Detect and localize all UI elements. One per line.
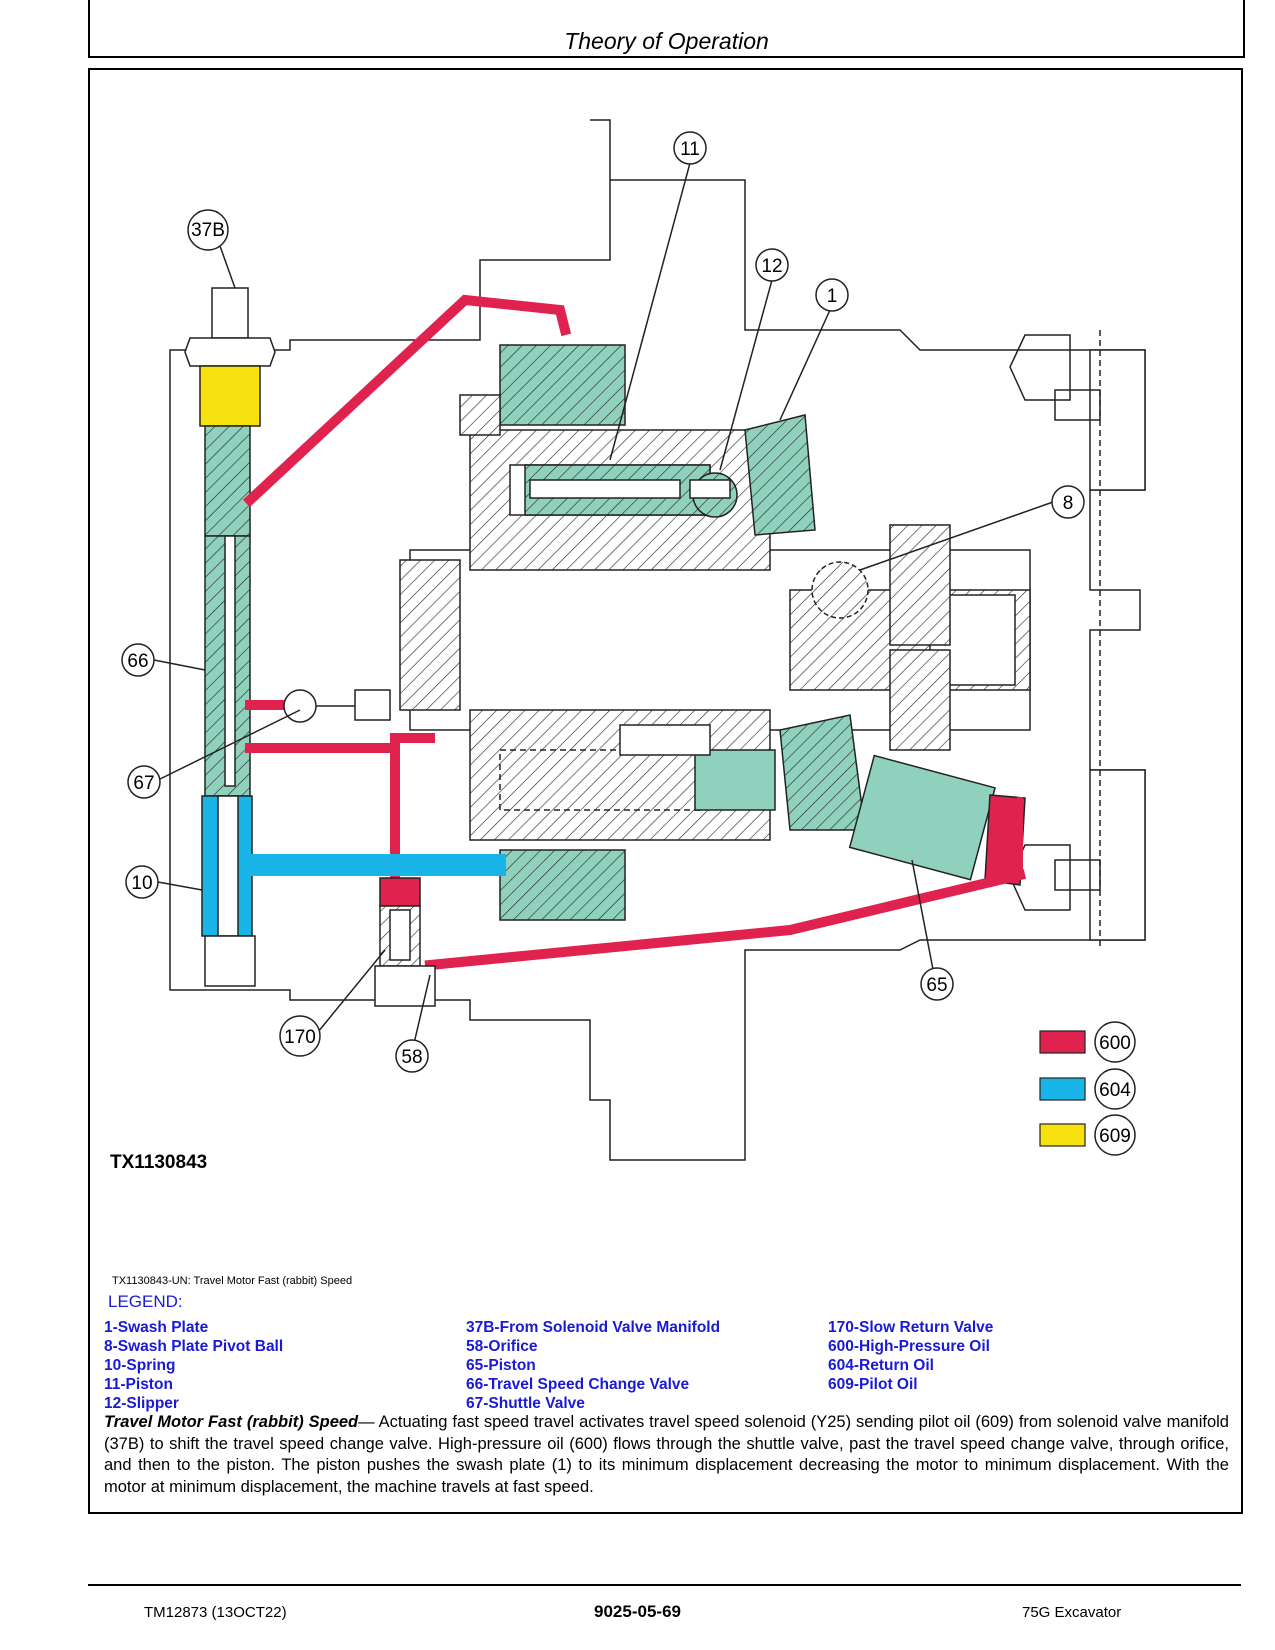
- figure-caption: TX1130843-UN: Travel Motor Fast (rabbit)…: [112, 1275, 353, 1287]
- legend-item: 600-High-Pressure Oil: [828, 1338, 990, 1355]
- callout-11: 11: [673, 131, 707, 165]
- callout-65: 65: [920, 967, 954, 1001]
- callout-leaders: [153, 162, 1054, 1053]
- callout-37B: 37B: [187, 209, 229, 251]
- description-text: — Actuating fast speed travel activates …: [104, 1413, 1229, 1496]
- description-term: Travel Motor Fast (rabbit) Speed: [104, 1413, 359, 1431]
- footer-rule: [88, 1584, 1241, 1586]
- legend-item: 12-Slipper: [104, 1395, 179, 1412]
- callout-67: 67: [127, 765, 161, 799]
- svg-text:12: 12: [761, 256, 782, 277]
- callout-10: 10: [125, 865, 159, 899]
- cylinder-block-upper: [459, 344, 771, 571]
- callout-170: 170: [279, 1015, 321, 1057]
- legend-item: 1-Swash Plate: [104, 1319, 209, 1336]
- svg-text:170: 170: [284, 1027, 316, 1048]
- footer-page-number: 9025-05-69: [594, 1602, 681, 1621]
- legend-item: 65-Piston: [466, 1357, 536, 1374]
- legend-item: 8-Swash Plate Pivot Ball: [104, 1338, 284, 1355]
- legend-item: 609-Pilot Oil: [828, 1376, 918, 1393]
- page-title: Theory of Operation: [564, 28, 769, 54]
- callout-12: 12: [755, 248, 789, 282]
- figure-id: TX1130843: [110, 1152, 207, 1173]
- legend-heading: LEGEND:: [108, 1292, 183, 1311]
- footer-machine-model: 75G Excavator: [1022, 1604, 1122, 1621]
- callout-1: 1: [815, 278, 849, 312]
- legend-item: 170-Slow Return Valve: [828, 1319, 994, 1336]
- travel-motor-diagram: 11 37B 12 1 8 66 67 10 170 58 65 600 604: [110, 119, 1146, 1173]
- legend-item: 58-Orifice: [466, 1338, 538, 1355]
- swash-plate: [689, 414, 816, 536]
- callouts: 11 37B 12 1 8 66 67 10 170 58 65: [121, 131, 1085, 1073]
- shaft: [399, 524, 1031, 751]
- legend-item: 11-Piston: [104, 1376, 173, 1393]
- slow-return-valve-170: [374, 877, 436, 1007]
- legend-item: 10-Spring: [104, 1357, 176, 1374]
- svg-text:8: 8: [1063, 493, 1074, 514]
- piston-65: [848, 754, 1026, 886]
- callout-8: 8: [1051, 485, 1085, 519]
- legend-item: 604-Return Oil: [828, 1357, 934, 1374]
- svg-text:11: 11: [680, 139, 700, 160]
- legend-609: 609: [1039, 1114, 1136, 1156]
- description-paragraph: Travel Motor Fast (rabbit) Speed— Actuat…: [104, 1412, 1229, 1498]
- color-legend: 600 604 609: [1039, 1021, 1136, 1156]
- legend-column-2: 37B-From Solenoid Valve Manifold 58-Orif…: [466, 1318, 720, 1413]
- svg-text:37B: 37B: [191, 220, 225, 241]
- svg-text:600: 600: [1099, 1033, 1131, 1054]
- callout-58: 58: [395, 1039, 429, 1073]
- svg-text:10: 10: [131, 873, 152, 894]
- legend-604: 604: [1039, 1068, 1136, 1110]
- legend-item: 66-Travel Speed Change Valve: [466, 1376, 690, 1393]
- svg-text:67: 67: [133, 773, 154, 794]
- svg-text:1: 1: [827, 286, 838, 307]
- svg-text:58: 58: [401, 1047, 422, 1068]
- svg-text:65: 65: [926, 975, 947, 996]
- legend-column-1: 1-Swash Plate 8-Swash Plate Pivot Ball 1…: [104, 1318, 283, 1413]
- footer-manual-id: TM12873 (13OCT22): [144, 1604, 287, 1621]
- pivot-ball: [811, 561, 869, 619]
- svg-text:66: 66: [127, 651, 148, 672]
- legend-item: 67-Shuttle Valve: [466, 1395, 585, 1412]
- svg-text:604: 604: [1099, 1080, 1131, 1101]
- callout-66: 66: [121, 643, 155, 677]
- legend-600: 600: [1039, 1021, 1136, 1063]
- legend-item: 37B-From Solenoid Valve Manifold: [466, 1319, 721, 1336]
- figure-frame: 11 37B 12 1 8 66 67 10 170 58 65 600 604: [88, 68, 1243, 1514]
- cylinder-block-lower: [469, 709, 866, 921]
- page-header: Theory of Operation: [88, 0, 1245, 58]
- legend-column-3: 170-Slow Return Valve 600-High-Pressure …: [828, 1318, 993, 1394]
- svg-text:609: 609: [1099, 1126, 1131, 1147]
